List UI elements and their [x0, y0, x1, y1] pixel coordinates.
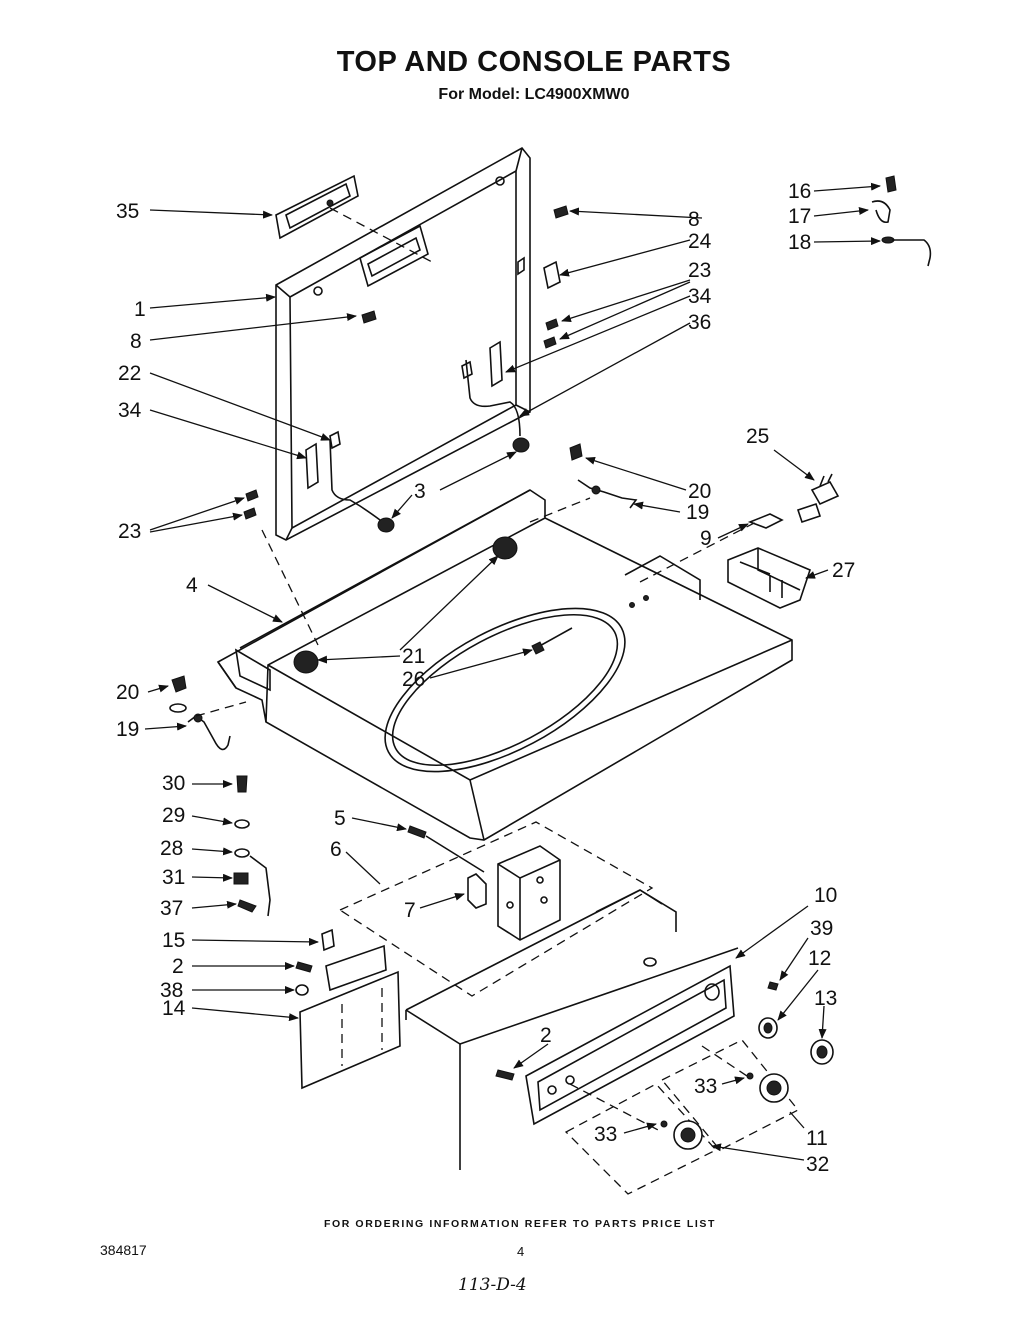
- callout-28: 28: [160, 837, 183, 860]
- handwritten-note: 113-D-4: [458, 1275, 527, 1295]
- callout-6: 6: [330, 838, 342, 861]
- callout-26: 26: [402, 668, 425, 691]
- callout-3: 3: [414, 480, 426, 503]
- callout-34: 34: [688, 285, 712, 308]
- callout-15: 15: [162, 929, 185, 952]
- lid-switch: [796, 473, 840, 524]
- timer-knob: [660, 1039, 800, 1151]
- callout-20: 20: [688, 480, 711, 503]
- callout-39: 39: [810, 917, 833, 940]
- callout-numbers: 35 1 8 22 34 23 4 20 19 30 29 28 31 37 1…: [116, 180, 855, 1176]
- callout-11: 11: [806, 1127, 828, 1150]
- lid-frame: [275, 146, 531, 541]
- callout-1: 1: [134, 298, 146, 321]
- knob-bezel-parts: [758, 1017, 834, 1065]
- callout-35: 35: [116, 200, 139, 223]
- page-title: TOP AND CONSOLE PARTS: [336, 46, 732, 78]
- callout-10: 10: [814, 884, 837, 907]
- callout-13: 13: [814, 987, 837, 1010]
- switch-actuator-parts: [871, 175, 932, 267]
- callout-12: 12: [808, 947, 831, 970]
- callout-36: 36: [688, 311, 711, 334]
- callout-5: 5: [334, 807, 346, 830]
- callout-14: 14: [162, 997, 186, 1020]
- callout-23: 23: [118, 520, 141, 543]
- callout-23: 23: [688, 259, 711, 282]
- lid-handle: [275, 174, 359, 240]
- switch-cover: [727, 547, 811, 609]
- callout-20: 20: [116, 681, 139, 704]
- console-base: [405, 889, 739, 1170]
- callout-31: 31: [162, 866, 185, 889]
- callout-2: 2: [540, 1024, 552, 1047]
- callout-19: 19: [116, 718, 139, 741]
- callout-22: 22: [118, 362, 141, 385]
- callout-30: 30: [162, 772, 185, 795]
- callout-25: 25: [746, 425, 769, 448]
- callout-8: 8: [688, 208, 700, 231]
- leader-lines: [144, 182, 881, 1161]
- callout-4: 4: [186, 574, 198, 597]
- lid-screws: [243, 205, 569, 520]
- callout-9: 9: [700, 527, 712, 550]
- page-number: 4: [517, 1244, 525, 1259]
- callout-7: 7: [404, 899, 416, 922]
- control-knob: [564, 1083, 718, 1195]
- callout-17: 17: [788, 205, 811, 228]
- callout-33: 33: [594, 1123, 617, 1146]
- washer-top-cover: [216, 489, 793, 841]
- callout-34: 34: [118, 399, 142, 422]
- callout-16: 16: [788, 180, 811, 203]
- callout-32: 32: [806, 1153, 829, 1176]
- callout-8: 8: [130, 330, 142, 353]
- callout-18: 18: [788, 231, 811, 254]
- hinge-pin-right: [569, 443, 638, 509]
- ground-wire-hardware: [233, 775, 271, 917]
- document-number: 384817: [100, 1242, 147, 1258]
- callout-2: 2: [172, 955, 184, 978]
- hinge-pin-left: [169, 675, 231, 751]
- callout-29: 29: [162, 804, 185, 827]
- access-panel-parts: [295, 928, 401, 1090]
- ordering-note: FOR ORDERING INFORMATION REFER TO PARTS …: [323, 1218, 717, 1230]
- callout-27: 27: [832, 559, 855, 582]
- callout-33: 33: [694, 1075, 717, 1098]
- callout-37: 37: [160, 897, 183, 920]
- callout-38: 38: [160, 979, 183, 1002]
- model-subtitle: For Model: LC4900XMW0: [438, 86, 630, 103]
- switch-bracket: [747, 513, 784, 529]
- callout-21: 21: [402, 645, 425, 668]
- console-panel: [525, 964, 735, 1126]
- timer-assembly: [407, 825, 561, 941]
- callout-24: 24: [688, 230, 712, 253]
- callout-19: 19: [686, 501, 709, 524]
